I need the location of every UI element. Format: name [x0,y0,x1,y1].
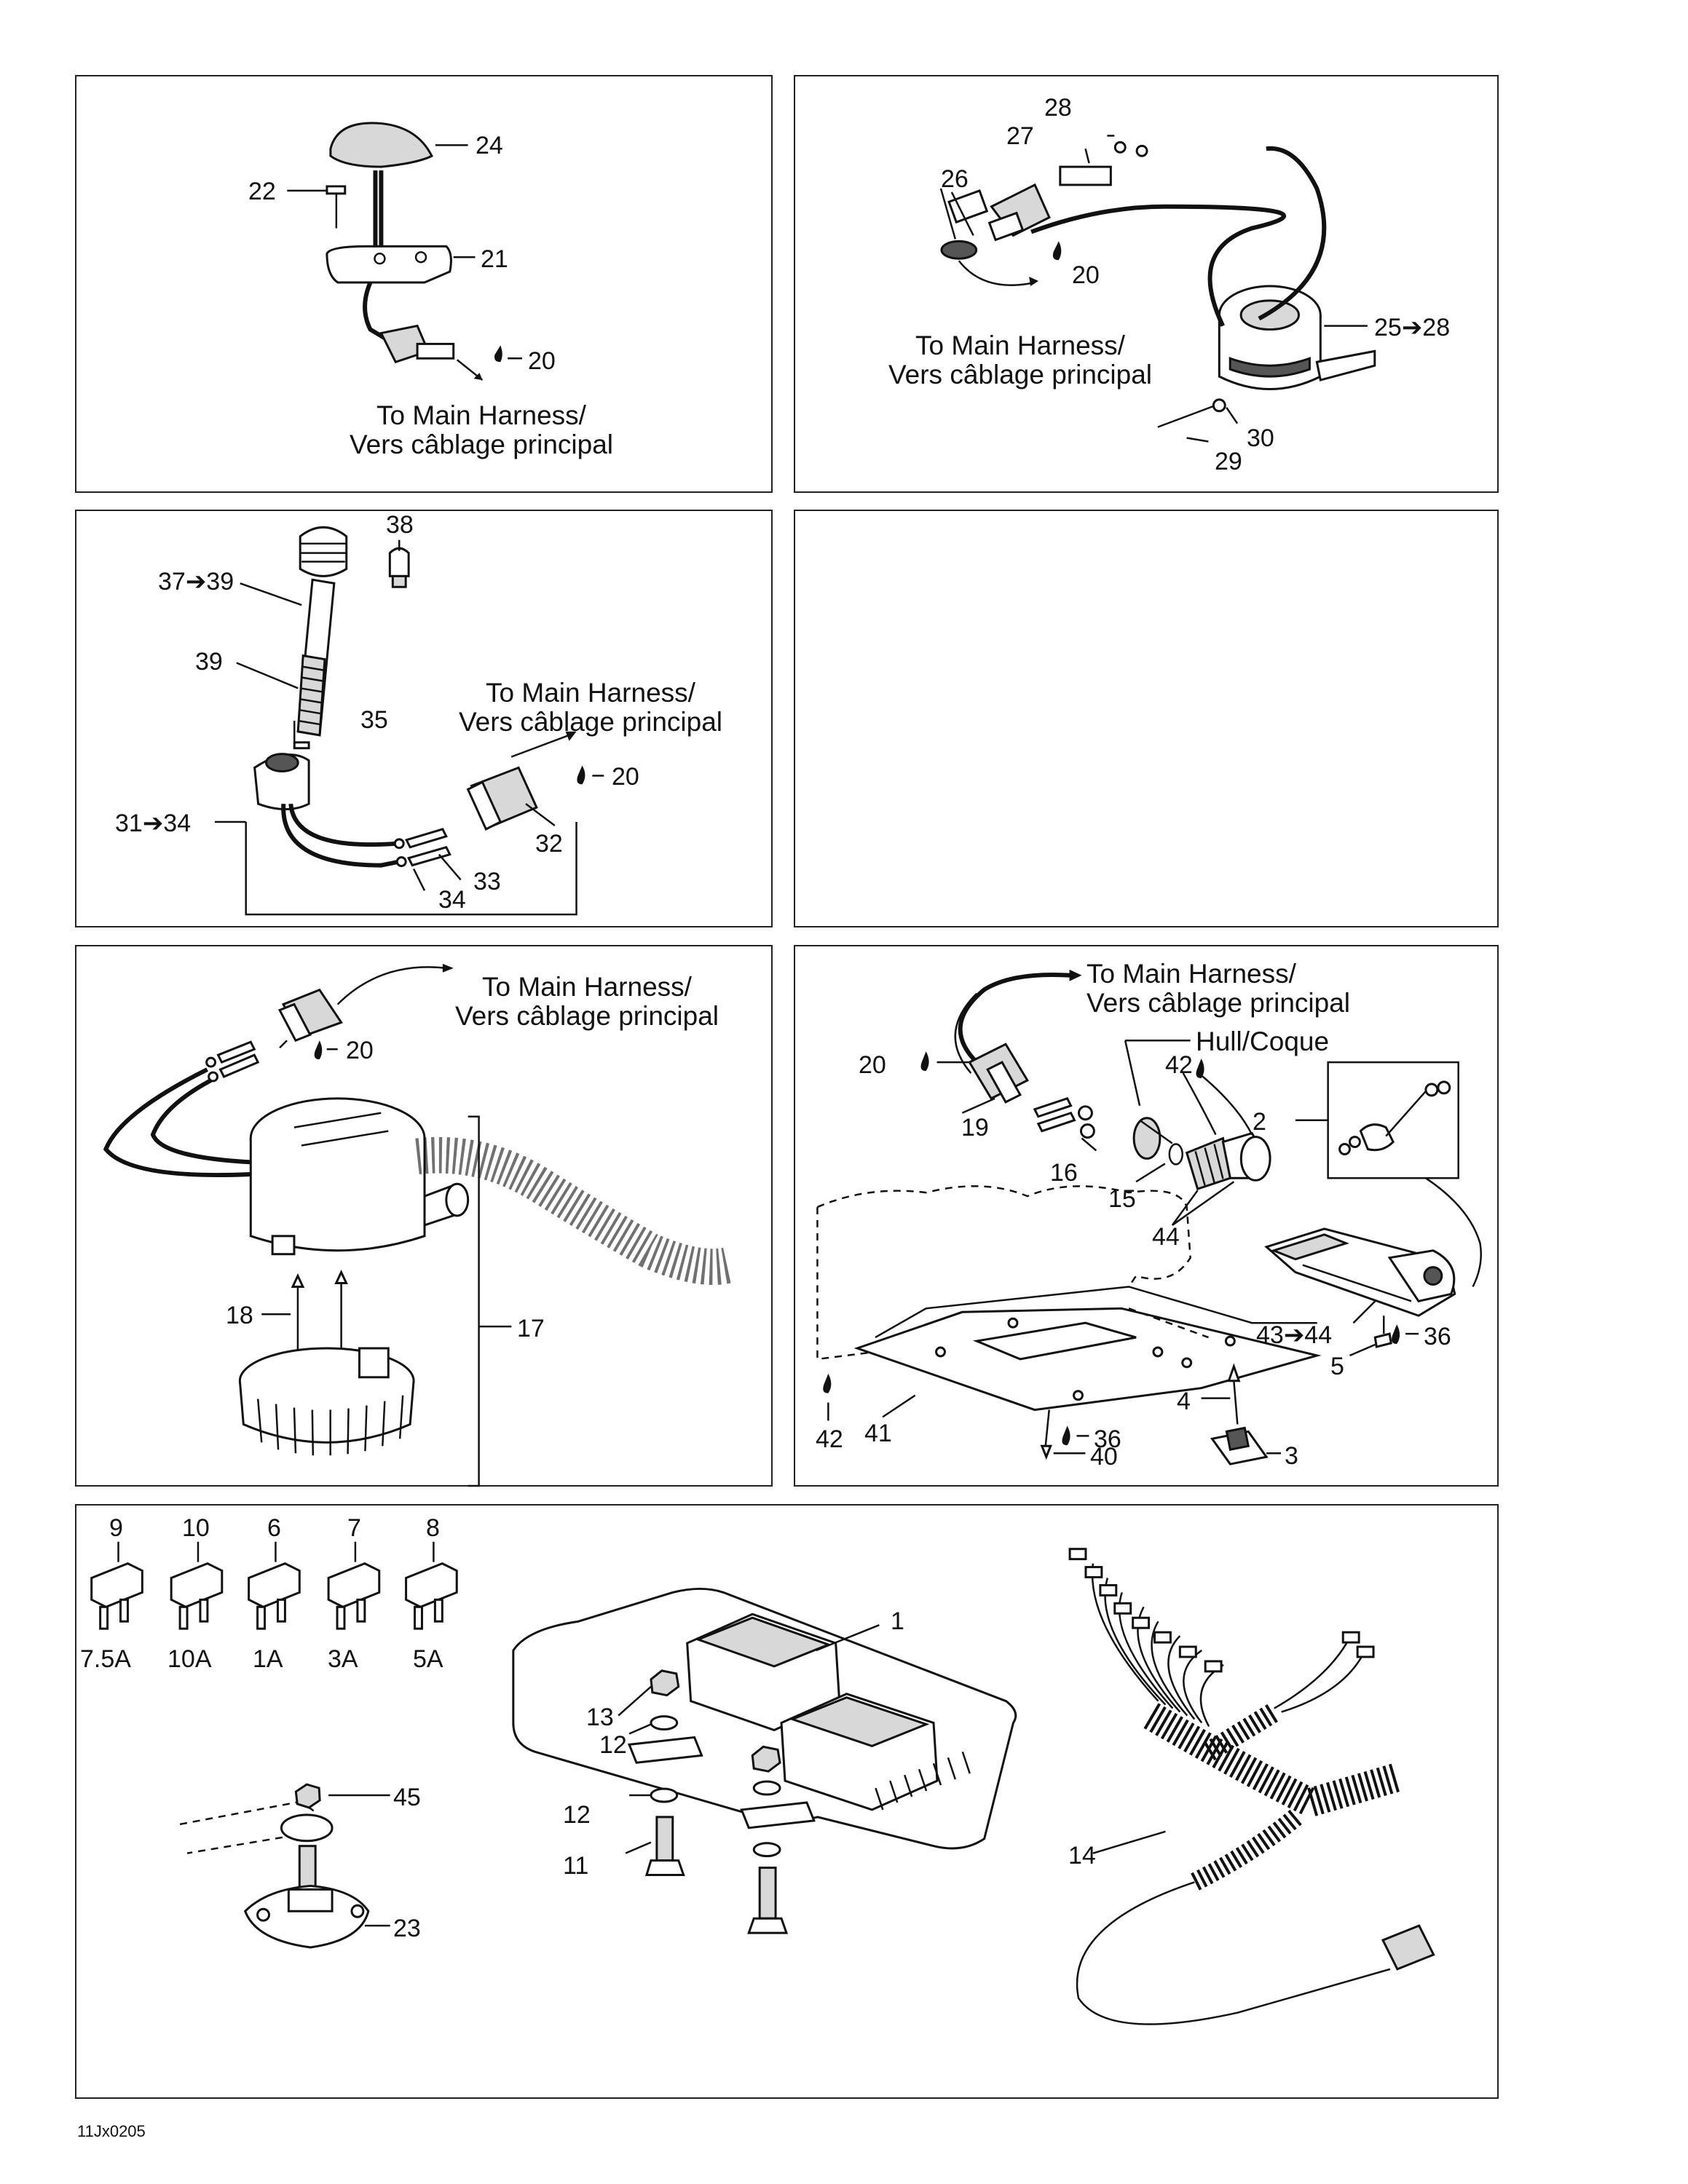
panel-pole-light: 38 37➔39 39 35 20 31➔34 32 33 34 To Main… [75,510,773,927]
callout-39: 39 [195,648,223,676]
callout-17: 17 [517,1315,545,1342]
pole-light-drawing [215,526,604,916]
callout-37-39: 37➔39 [158,568,234,596]
callout-14: 14 [1068,1842,1096,1870]
callout-42: 42 [1165,1051,1193,1079]
callout-4: 4 [1177,1388,1191,1415]
callout-44: 44 [1152,1223,1180,1251]
callout-24: 24 [476,132,503,159]
callout-19: 19 [961,1114,989,1142]
fuse-10-number: 10 [182,1514,210,1542]
fuse-icons [90,1541,458,1630]
hull-label: Hull/Coque [1196,1026,1330,1056]
callout-20: 20 [612,763,639,791]
panel-speed-sensor: 20 19 42 2 16 15 44 43➔44 36 5 4 3 36 40… [794,945,1499,1487]
callout-43-44: 43➔44 [1256,1321,1333,1349]
callout-30: 30 [1247,424,1274,452]
panel-bilge-pump: 20 18 17 To Main Harness/Vers câblage pr… [75,945,773,1487]
callout-3: 3 [1285,1442,1298,1470]
fuse-9-rating: 7.5A [80,1645,131,1673]
callout-21: 21 [481,245,508,273]
callout-28: 28 [1044,94,1072,122]
callout-12: 12 [599,1731,627,1759]
note-to-main-harness: To Main Harness/Vers câblage principal [455,972,719,1031]
callout-35: 35 [360,706,388,734]
callout-16: 16 [1050,1159,1078,1187]
callout-41: 41 [864,1420,892,1447]
light-drawing [287,122,523,381]
callout-22: 22 [248,178,276,205]
callout-18: 18 [226,1302,253,1329]
callout-31-34: 31➔34 [115,810,192,837]
callout-36: 36 [1424,1323,1451,1350]
panel-horn: 28 27 26 20 25➔28 30 29 To Main Harness/… [794,75,1499,493]
callout-38: 38 [386,511,414,539]
harness-terminals [1068,1548,1375,1673]
fuse-box-drawing [90,1541,1435,2025]
fuse-10-rating: 10A [167,1645,212,1673]
note-to-main-harness: To Main Harness/Vers câblage principal [459,678,722,737]
callout-12: 12 [563,1801,591,1829]
callout-23: 23 [393,1915,421,1942]
callout-42: 42 [816,1425,843,1453]
callout-25-28: 25➔28 [1374,314,1451,341]
callout-32: 32 [535,830,563,858]
note-to-main-harness: To Main Harness/Vers câblage principal [888,331,1152,389]
callout-11: 11 [563,1852,589,1880]
callout-20: 20 [859,1051,886,1079]
callout-15: 15 [1108,1185,1136,1213]
callout-40: 40 [1090,1443,1118,1471]
fuse-8-rating: 5A [413,1645,443,1673]
horn-drawing [939,135,1376,443]
note-to-main-harness: To Main Harness/Vers câblage principal [350,400,613,459]
speed-sensor-drawing [816,969,1483,1465]
bilge-pump-drawing [103,963,733,1487]
callout-34: 34 [438,886,466,914]
callout-27: 27 [1006,122,1034,150]
fuse-8-number: 8 [426,1514,440,1542]
callout-20: 20 [1072,261,1100,289]
fuse-9-number: 9 [109,1514,123,1542]
panel-light: 24 22 21 20 To Main Harness/Vers câblage… [75,75,773,493]
note-to-main-harness: To Main Harness/Vers câblage principal [1086,959,1350,1018]
callout-36: 36 [1094,1425,1121,1453]
callout-13: 13 [586,1704,614,1731]
callout-26: 26 [941,165,969,193]
fuse-7-rating: 3A [328,1645,358,1673]
fuse-6-rating: 1A [253,1645,283,1673]
callout-20: 20 [528,347,556,375]
callout-5: 5 [1330,1353,1344,1380]
image-code: 11Jx0205 [77,2122,146,2140]
callout-2: 2 [1253,1108,1266,1136]
callout-45: 45 [393,1784,421,1811]
panel-empty [794,510,1499,927]
panel-fuse-box: 9 10 6 7 8 7.5A 10A 1A 3A 5A 1 13 12 12 … [75,1504,1499,2099]
fuse-6-number: 6 [267,1514,281,1542]
callout-1: 1 [891,1607,904,1635]
callout-33: 33 [473,868,501,895]
callout-29: 29 [1215,448,1242,475]
callout-20: 20 [346,1037,374,1064]
fuse-7-number: 7 [347,1514,361,1542]
